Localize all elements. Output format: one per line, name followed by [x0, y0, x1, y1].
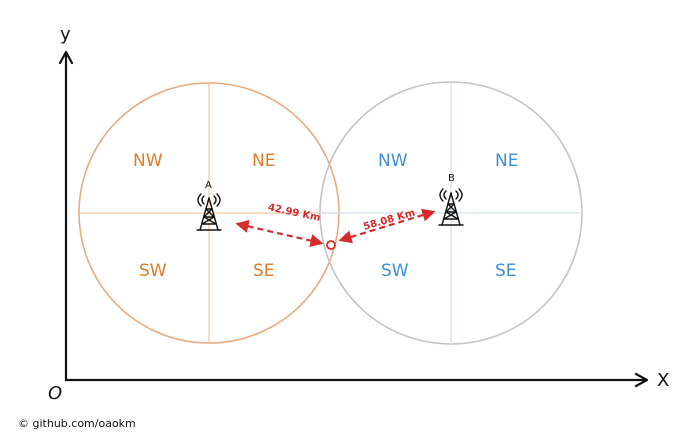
- target-point-icon: [326, 240, 336, 250]
- x-axis-arrow-icon: [634, 372, 649, 388]
- tower-a-label: A: [205, 180, 212, 191]
- coverage-b: NW NE SW SE: [319, 81, 583, 345]
- distance-label-b: 58.08 Km: [362, 208, 416, 233]
- x-axis-label: X: [657, 370, 669, 391]
- footer-credit: © github.com/oaokm: [18, 417, 136, 430]
- y-axis-label: y: [60, 24, 71, 45]
- quadrant-a-nw: NW: [133, 151, 163, 171]
- tower-b-icon: [438, 188, 464, 226]
- y-axis-arrow-icon: [58, 50, 74, 65]
- distance-arrow-b: [338, 208, 436, 244]
- tower-a-icon: [196, 193, 222, 231]
- quadrant-b-se: SE: [495, 261, 517, 281]
- tower-b-label: B: [448, 173, 455, 184]
- quadrant-a-sw: SW: [139, 261, 167, 281]
- origin-label: O: [48, 383, 62, 404]
- axes: y X O: [48, 24, 669, 404]
- quadrant-a-ne: NE: [252, 151, 275, 171]
- distance-label-a: 42.99 Km: [267, 202, 321, 224]
- quadrant-b-nw: NW: [378, 151, 408, 171]
- quadrant-a-se: SE: [253, 261, 275, 281]
- quadrant-b-ne: NE: [495, 151, 518, 171]
- distance-arrow-a: [235, 219, 324, 248]
- quadrant-b-sw: SW: [381, 261, 409, 281]
